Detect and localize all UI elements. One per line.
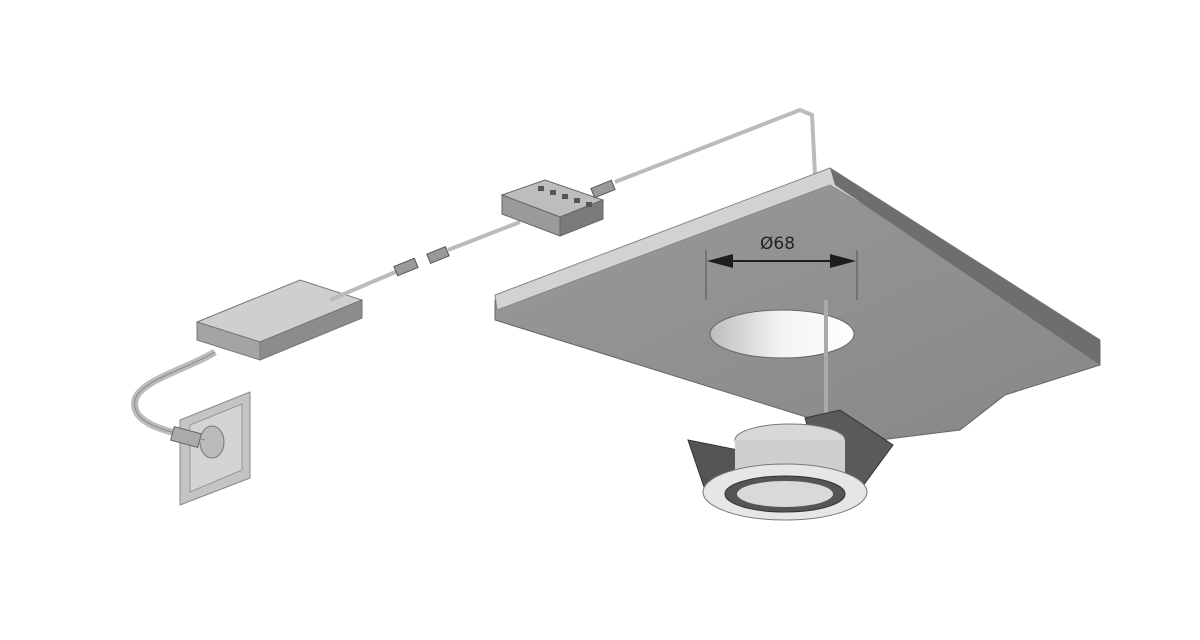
ceiling-panel: [494, 167, 1101, 441]
diameter-dimension: [705, 250, 858, 300]
led-driver: [195, 279, 364, 361]
lamp-cable: [614, 107, 817, 184]
power-plug: [170, 426, 202, 448]
recessed-downlight: [687, 409, 894, 521]
diameter-label: Ø68: [760, 234, 796, 254]
ceiling-cutout: [709, 309, 855, 359]
driver-cable: [329, 268, 401, 302]
connector-male: [393, 257, 419, 277]
lamp-connector: [590, 179, 616, 199]
wall-socket: [179, 391, 251, 506]
distributor-box: [500, 179, 605, 237]
connector-female: [426, 245, 450, 265]
